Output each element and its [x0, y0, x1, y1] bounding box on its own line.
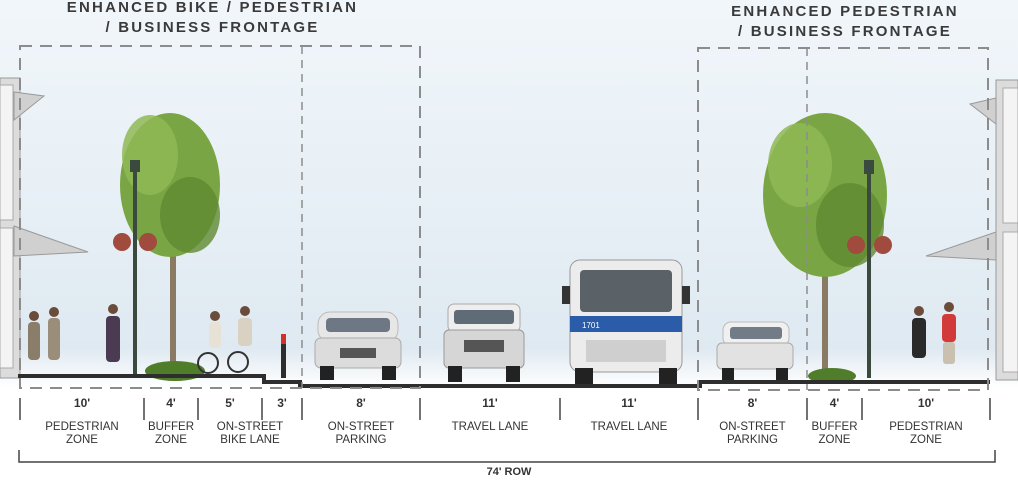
building-left: [0, 77, 89, 379]
pedestrians-left: [28, 304, 120, 362]
zone-8-width: 8': [747, 396, 758, 410]
title-right-line2: / BUSINESS FRONTAGE: [737, 23, 953, 40]
title-left-line2: / BUSINESS FRONTAGE: [105, 19, 320, 36]
zone-7-width: 11': [621, 396, 637, 410]
lamp-post-left: [113, 160, 157, 378]
row-bracket: [18, 450, 996, 463]
zone-ticks: [19, 398, 991, 420]
left-frontage-box: [19, 45, 421, 389]
tree-left: [120, 113, 220, 380]
building-right: [925, 79, 1018, 381]
zone-9-width: 4': [829, 396, 840, 410]
lamp-post-right: [847, 160, 892, 378]
zone-2-width: 4': [166, 396, 176, 410]
right-frontage-box: [697, 47, 989, 391]
zone-6-width: 11': [482, 396, 498, 410]
pedestrians-right: [912, 302, 956, 364]
title-left: ENHANCED BIKE / PEDESTRIAN / BUSINESS FR…: [20, 0, 405, 38]
bus: 1701: [562, 259, 690, 384]
zone-5-width: 8': [356, 396, 366, 410]
title-right: ENHANCED PEDESTRIAN / BUSINESS FRONTAGE: [690, 2, 1000, 42]
title-left-line1: ENHANCED BIKE / PEDESTRIAN: [66, 0, 359, 16]
parked-car-left: [314, 311, 402, 380]
travel-lane-suv: [443, 303, 525, 382]
zone-10-width: 10': [917, 396, 935, 410]
cyclists: [197, 306, 252, 374]
zone-1-width: 10': [73, 396, 91, 410]
bus-number: 1701: [582, 321, 600, 330]
bollard: [281, 334, 286, 378]
zone-6-label: TRAVEL LANE: [451, 421, 529, 433]
road-profile: [18, 374, 990, 388]
zone-3-width: 5': [225, 396, 235, 410]
parked-car-right: [716, 321, 794, 380]
zone-7-label: TRAVEL LANE: [590, 421, 668, 433]
zone-4-width: 3': [277, 396, 287, 410]
row-total-label: 74' ROW: [486, 466, 532, 478]
title-right-line1: ENHANCED PEDESTRIAN: [731, 3, 959, 20]
